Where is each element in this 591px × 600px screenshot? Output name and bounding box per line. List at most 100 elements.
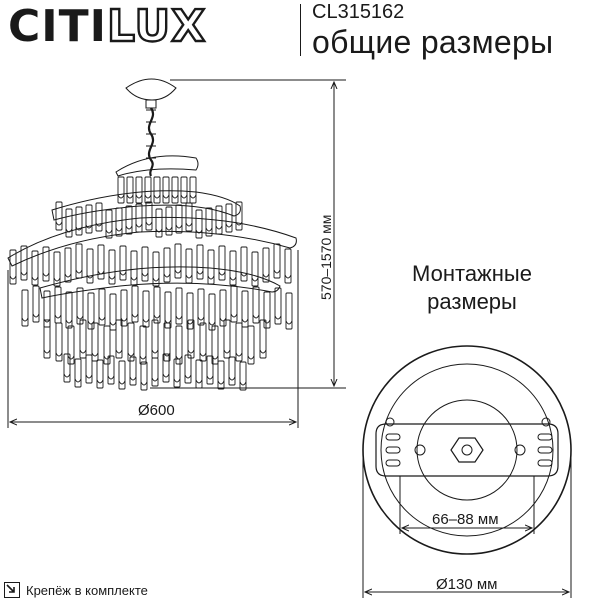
crystal-pendant xyxy=(163,247,171,283)
crystal-pendant xyxy=(135,203,143,233)
crystal-pendant xyxy=(115,319,123,359)
crystal-facet xyxy=(197,316,205,321)
crystal-pendant xyxy=(125,205,133,235)
crystal-pendant xyxy=(241,290,249,328)
crystal-facet xyxy=(219,317,227,322)
crystal-pendant xyxy=(229,250,237,286)
crystal-facet xyxy=(120,317,128,322)
crystal-facet xyxy=(240,272,248,277)
crystal-facet xyxy=(205,227,213,232)
crystal-pendant xyxy=(247,325,255,365)
crystal-facet xyxy=(65,228,73,233)
crystal-pendant xyxy=(175,204,183,234)
crystal-facet xyxy=(186,320,194,325)
crystal-facet xyxy=(199,352,207,357)
crystal-facet xyxy=(155,228,163,233)
crystal-pendant xyxy=(155,208,163,238)
crystal-facet xyxy=(75,226,83,231)
plate-inner-ring xyxy=(380,363,554,537)
crystal-pendant xyxy=(217,360,225,390)
crystal-facet xyxy=(165,226,173,231)
crystal-pendant xyxy=(145,201,153,231)
crystal-facet xyxy=(195,229,203,234)
crystal-pendant xyxy=(118,360,126,390)
crystal-pendant xyxy=(262,247,270,283)
crystal-facet xyxy=(107,375,115,380)
crystal-pendant xyxy=(251,251,259,287)
crystal-facet xyxy=(284,274,292,279)
crystal-facet xyxy=(74,378,82,383)
crystal-facet xyxy=(175,315,183,320)
crystal-facet xyxy=(175,224,183,229)
crystal-pendant xyxy=(117,176,125,204)
crystal-facet xyxy=(247,355,255,360)
crystal-facet xyxy=(229,276,237,281)
model-number: CL315162 xyxy=(312,1,405,23)
crystal-facet xyxy=(85,374,93,379)
mount-spacing-dimension xyxy=(399,476,535,534)
crystal-facet xyxy=(125,225,133,230)
crystal-facet xyxy=(173,378,181,383)
crystal-pendant xyxy=(86,248,94,284)
crystal-pendant xyxy=(195,209,203,239)
crystal-facet xyxy=(115,227,123,232)
crystal-pendants xyxy=(9,176,293,391)
crystal-facet xyxy=(96,379,104,384)
crystal-pendant xyxy=(284,248,292,284)
crystal-facet xyxy=(79,349,87,354)
crystal-facet xyxy=(97,270,105,275)
crystal-facet xyxy=(95,222,103,227)
crystal-pendant xyxy=(105,209,113,239)
mount-title-text: Монтажные размеры xyxy=(412,261,532,314)
crystal-pendant xyxy=(163,322,171,362)
crystal-pendant xyxy=(223,319,231,359)
crystal-pendant xyxy=(180,176,188,204)
crystal-pendant xyxy=(185,248,193,284)
crystal-facet xyxy=(217,380,225,385)
width-dimension xyxy=(7,250,299,428)
crystal-pendant xyxy=(173,358,181,388)
crystal-facet xyxy=(211,355,219,360)
crystal-facet xyxy=(87,320,95,325)
crystal-facet xyxy=(91,352,99,357)
crystal-facet xyxy=(142,318,150,323)
main-spiral xyxy=(7,216,297,267)
crystal-pendant xyxy=(9,249,17,285)
crystal-facet xyxy=(43,349,51,354)
crystal-facet xyxy=(135,223,143,228)
plate-diameter-dimension xyxy=(362,450,572,598)
crystal-facet xyxy=(263,319,271,324)
crystal-pendant xyxy=(120,289,128,327)
crystal-facet xyxy=(53,277,61,282)
crystal-pendant xyxy=(21,289,29,327)
width-dimension-label: Ø600 xyxy=(138,402,175,419)
crystal-facet xyxy=(42,272,50,277)
crystal-facet xyxy=(127,352,135,357)
crystal-pendant xyxy=(67,325,75,365)
mount-spacing-label: 66–88 мм xyxy=(432,511,499,528)
crystal-facet xyxy=(145,221,153,226)
crystal-facet xyxy=(196,270,204,275)
crystal-pendant xyxy=(75,206,83,236)
crystal-pendant xyxy=(162,176,170,204)
crystal-pendant xyxy=(218,245,226,281)
crystal-facet xyxy=(119,271,127,276)
crystal-facet xyxy=(65,319,73,324)
crystal-pendant xyxy=(63,353,71,383)
crystal-pendant xyxy=(174,243,182,279)
crystal-pendant xyxy=(96,359,104,389)
crystal-facet xyxy=(141,272,149,277)
crystal-pendant xyxy=(107,355,115,385)
crystal-pendant xyxy=(195,359,203,389)
plate-diameter-label: Ø130 мм xyxy=(436,576,498,593)
crystal-facet xyxy=(252,314,260,319)
crystal-facet xyxy=(118,380,126,385)
crystal-facet xyxy=(174,269,182,274)
crystal-pendant xyxy=(55,322,63,362)
crystal-pendant xyxy=(151,319,159,359)
crystal-pendant xyxy=(65,291,73,329)
crystal-pendant xyxy=(230,285,238,323)
crystal-facet xyxy=(180,194,188,199)
crystal-facet xyxy=(20,271,28,276)
